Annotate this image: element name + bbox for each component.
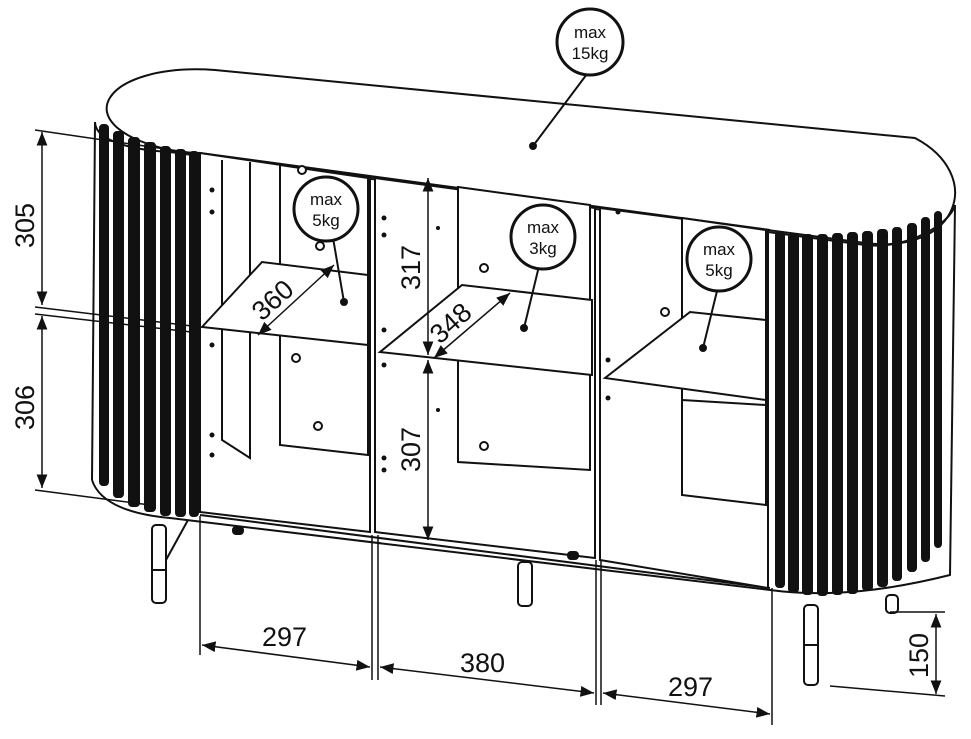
load-badge-text: max 15kg max 5kg max 3kg max 5kg	[310, 23, 736, 280]
badge-left	[292, 175, 360, 243]
dim-380-label: 380	[460, 648, 505, 678]
badge-middle-line1: max	[527, 218, 560, 237]
dim-305-label: 305	[10, 203, 40, 248]
foot-middle	[567, 551, 579, 560]
leg-front-middle	[517, 561, 533, 607]
legs	[151, 519, 899, 686]
base-edge	[91, 204, 956, 595]
badge-top-line1: max	[574, 23, 607, 42]
right-lower-back	[681, 398, 767, 507]
front-bottom-line	[199, 514, 771, 589]
badge-right	[685, 225, 753, 293]
dim-306-label: 306	[10, 385, 40, 430]
dim-297-right-line	[602, 689, 771, 718]
badge-right-line2: 5kg	[705, 261, 732, 280]
dim-317-label: 317	[396, 245, 426, 290]
shelf-pin-holes	[291, 165, 670, 451]
leg-back-right	[885, 594, 899, 614]
dim-307-label: 307	[396, 427, 426, 472]
badge-top	[555, 7, 625, 77]
right-shelf	[602, 310, 767, 402]
badge-left-line2: 5kg	[312, 211, 339, 230]
badge-left-line1: max	[310, 190, 343, 209]
badge-right-line1: max	[703, 240, 736, 259]
badge-middle	[509, 203, 577, 271]
right-slatted-door	[775, 211, 942, 596]
left-end-outline	[91, 121, 96, 481]
badge-middle-line2: 3kg	[529, 239, 556, 258]
leg-front-left	[151, 524, 167, 604]
load-badges	[292, 7, 753, 352]
badge-top-line2: 15kg	[572, 44, 609, 63]
dim-380-line	[379, 663, 595, 697]
dim-297-left-label: 297	[262, 622, 307, 652]
dim-297-left-line	[201, 641, 371, 671]
left-slatted-door	[99, 124, 199, 517]
side-holes	[209, 187, 621, 473]
compartments	[199, 151, 769, 590]
dim-360-line	[257, 264, 335, 336]
dimension-lines	[34, 129, 946, 725]
dim-297-right-label: 297	[668, 672, 713, 702]
dim-150-label: 150	[904, 633, 934, 678]
foot-left	[232, 526, 244, 535]
dim-348-line	[433, 292, 511, 359]
